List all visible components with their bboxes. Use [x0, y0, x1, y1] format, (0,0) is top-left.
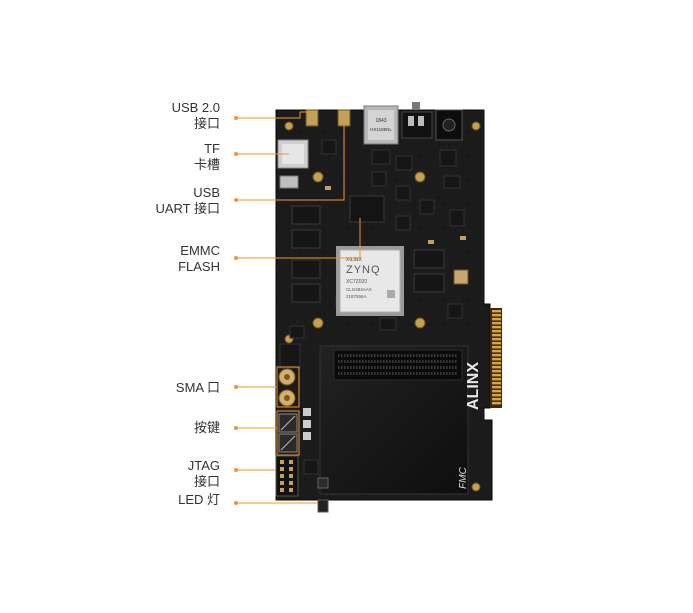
fmc-label: FMC [458, 466, 469, 488]
label-jtag: JTAG 接口 [187, 458, 220, 489]
sma-connector [278, 368, 296, 407]
label-sma-port: SMA 口 [175, 380, 220, 395]
chip-date: 2187556A [346, 294, 367, 299]
emmc-flash-chip [349, 195, 385, 223]
fmc-area [319, 345, 469, 495]
small-components [279, 139, 465, 369]
power-switch [401, 102, 463, 141]
alinx-logo: ALINX [465, 362, 482, 410]
led-light [317, 477, 329, 513]
chip-brand: XILINX [346, 257, 363, 263]
leader-lines [236, 111, 361, 504]
ethernet-code: 1843 [375, 118, 386, 124]
label-led: LED 灯 [178, 492, 220, 507]
ethernet-text: HX1188NL [370, 127, 392, 132]
label-buttons: 按键 [193, 420, 220, 435]
ddr-memory-right [413, 249, 445, 293]
ddr-memory-left [291, 205, 321, 303]
push-buttons [278, 408, 311, 453]
label-emmc-flash: EMMC FLASH [178, 243, 220, 274]
label-usb-uart: USB UART 接口 [155, 185, 220, 216]
chip-part: XC7Z020 [346, 279, 367, 285]
label-tf-card-slot: TF 卡槽 [193, 141, 220, 172]
leader-dots [234, 116, 238, 505]
pcie-gold-fingers [490, 308, 502, 408]
ethernet-connector: 1843 HX1188NL [363, 105, 399, 145]
crystal-oscillator [453, 269, 469, 285]
jtag-header [275, 455, 319, 497]
zynq-soc-chip: XILINX ZYNQ XC7Z020 CLG484AAX 2187556A [336, 246, 404, 316]
label-usb-2-0: USB 2.0 接口 [171, 100, 220, 131]
chip-name: ZYNQ [346, 264, 381, 276]
chip-code: CLG484AAX [346, 287, 372, 292]
